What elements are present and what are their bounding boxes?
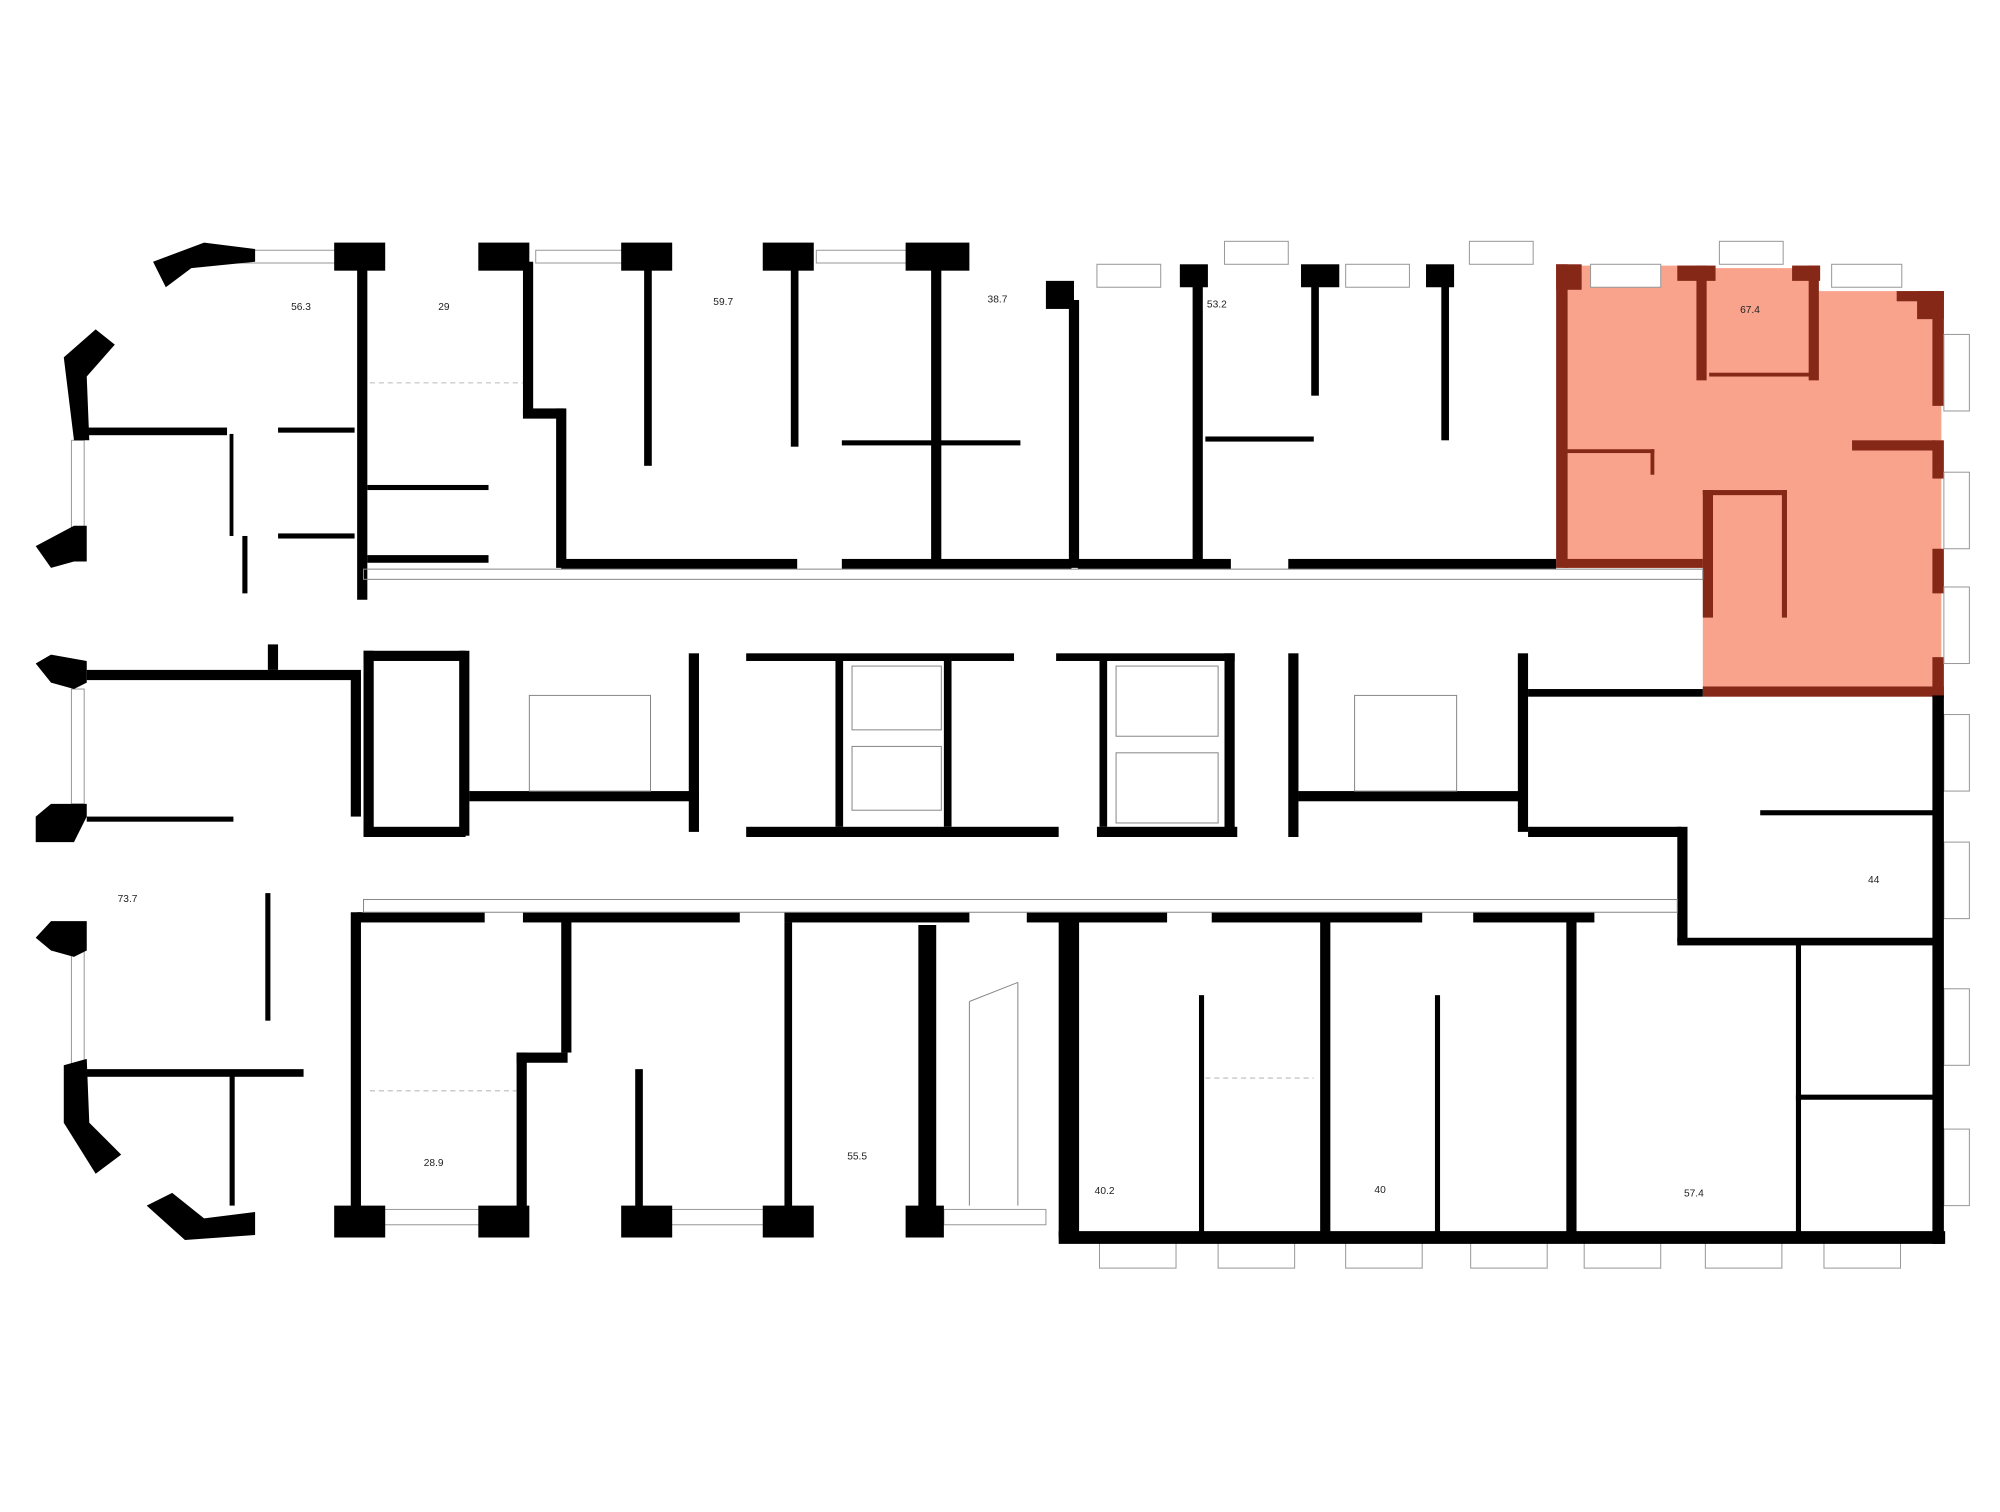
unit-area-label: 56.3	[291, 302, 311, 313]
unit-labels: 56.3 29 59.7 38.7 53.2 67.4 44 73.7 28.9…	[118, 295, 1880, 1200]
unit-area-label: 57.4	[1684, 1189, 1704, 1200]
highlighted-apartment[interactable]	[1556, 264, 1944, 698]
unit-area-label: 29	[438, 302, 450, 313]
unit-area-label: 40	[1374, 1185, 1386, 1196]
windows	[70, 240, 1970, 1269]
unit-area-label: 40.2	[1095, 1186, 1115, 1197]
unit-area-label: 73.7	[118, 894, 138, 905]
unit-area-label: 55.5	[847, 1152, 867, 1163]
unit-area-label: 59.7	[713, 297, 733, 308]
walls	[35, 242, 1946, 1244]
unit-area-label: 44	[1868, 875, 1880, 886]
unit-area-label: 38.7	[988, 295, 1008, 306]
highlighted-unit-area-label: 67.4	[1740, 305, 1760, 316]
corridor-lines	[363, 382, 1704, 1206]
unit-area-label: 28.9	[424, 1158, 444, 1169]
unit-area-label: 53.2	[1207, 300, 1227, 311]
